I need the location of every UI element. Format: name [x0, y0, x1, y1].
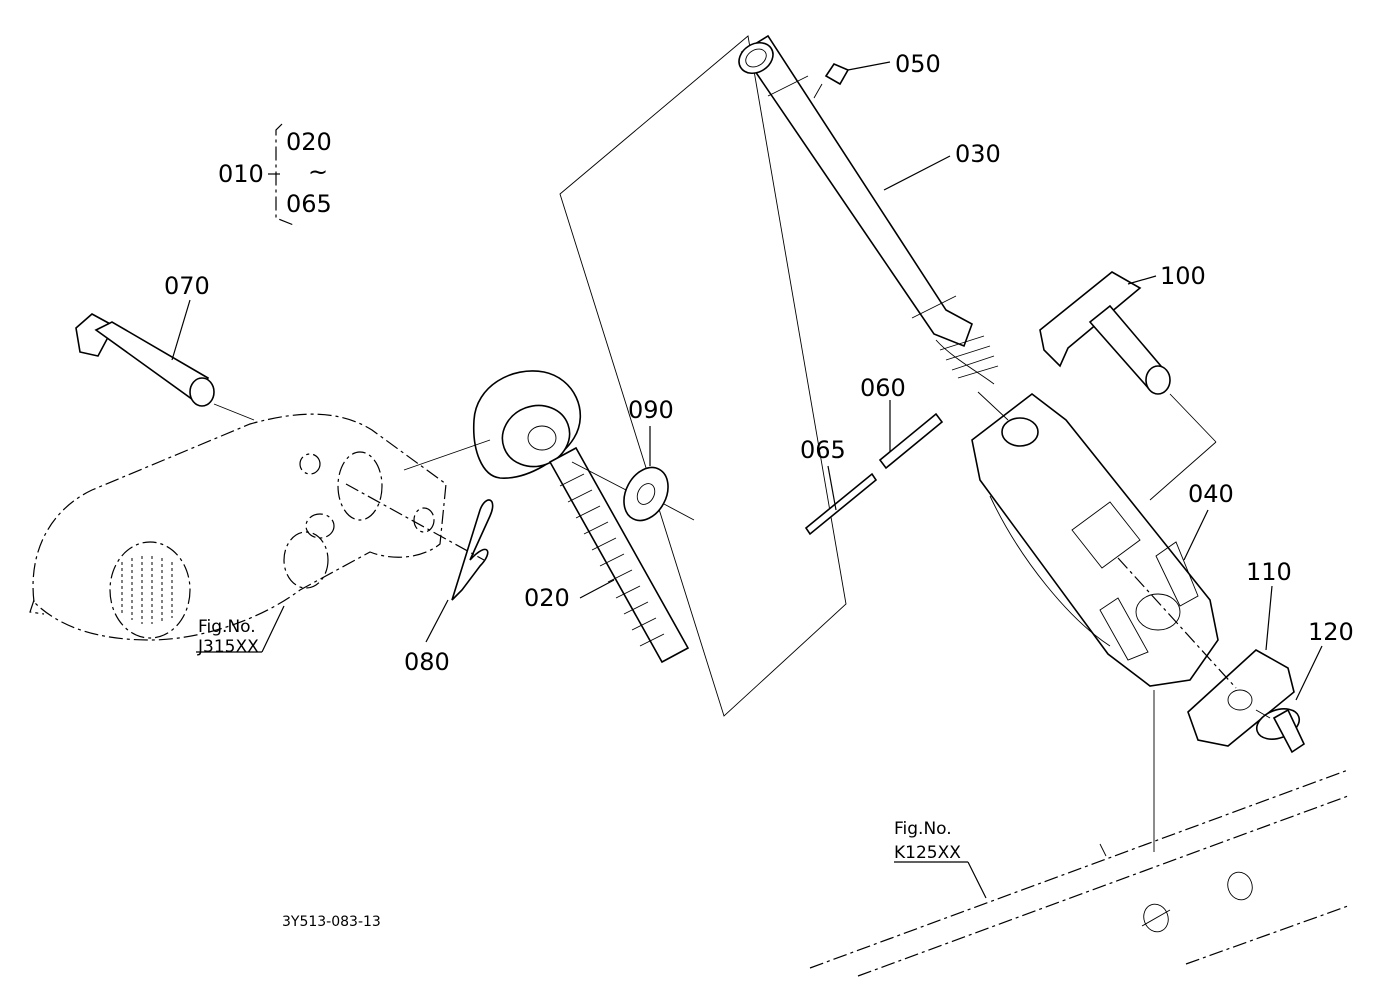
frame-reference [809, 769, 1349, 977]
callout-100: 100 [1160, 262, 1206, 290]
drawing-code: 3Y513-083-13 [282, 914, 381, 930]
lift-arm-reference [29, 413, 447, 641]
leader-lines [171, 61, 1323, 899]
ref-j315-line2: J315XX [197, 637, 259, 657]
group-frame [559, 35, 847, 717]
assembly-tilde-label: ~ [308, 158, 328, 186]
callout-080: 080 [404, 648, 450, 676]
callout-060: 060 [860, 374, 906, 402]
yoke [971, 392, 1219, 687]
washer [623, 466, 669, 522]
callout-040: 040 [1188, 480, 1234, 508]
assembly-lines [213, 391, 1271, 852]
callout-050: 050 [895, 50, 941, 78]
assembly-parent-label: 010 [218, 160, 264, 188]
spring-pin-060 [878, 412, 944, 470]
spring-pin-065 [804, 472, 878, 536]
clevis-pin [75, 313, 215, 407]
figure-reference-j315: Fig.No. J315XX [197, 617, 259, 657]
ref-k125-line1: Fig.No. [894, 819, 952, 839]
assembly-range-bracket: 010 020 ~ 065 [218, 123, 332, 227]
grease-nipple [813, 63, 850, 99]
t-pin [1039, 271, 1171, 395]
rod-end [472, 370, 690, 664]
callout-110: 110 [1246, 558, 1292, 586]
callout-070: 070 [164, 272, 210, 300]
lock-plate [1187, 649, 1295, 747]
r-clip [451, 499, 494, 601]
top-link-tube [738, 34, 999, 385]
ref-j315-line1: Fig.No. [198, 617, 256, 637]
callout-020: 020 [524, 584, 570, 612]
assembly-to-label: 065 [286, 190, 332, 218]
callout-030: 030 [955, 140, 1001, 168]
callout-090: 090 [628, 396, 674, 424]
assembly-from-label: 020 [286, 128, 332, 156]
callout-120: 120 [1308, 618, 1354, 646]
ref-k125-line2: K125XX [894, 843, 961, 863]
figure-reference-k125: Fig.No. K125XX [894, 819, 961, 863]
callout-labels: 050 030 100 070 090 060 065 040 110 120 … [164, 50, 1354, 676]
callout-065: 065 [800, 436, 846, 464]
